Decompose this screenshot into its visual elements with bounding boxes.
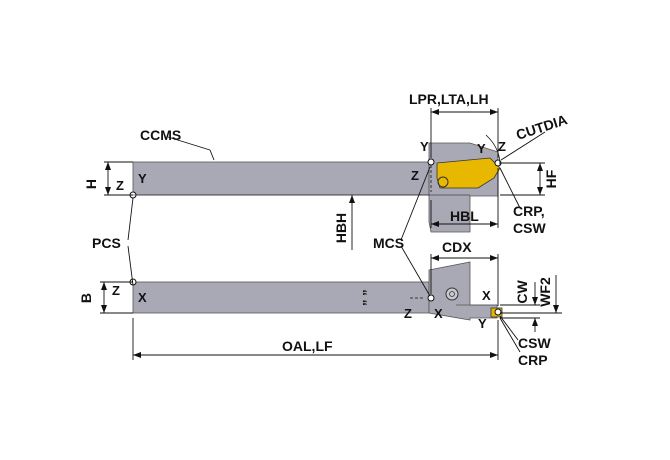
- hf-label: HF: [543, 169, 559, 188]
- hbh-label: HBH: [333, 213, 349, 243]
- top-insert: [436, 157, 501, 189]
- mcs-origin-side: [427, 294, 435, 302]
- top-shank-body: [132, 161, 430, 196]
- clamp-screw-inner-icon: [449, 291, 455, 297]
- wf2-label: WF2: [537, 277, 553, 307]
- arrowheads: [101, 109, 559, 358]
- side-view: [129, 261, 503, 321]
- cw-label: CW: [514, 280, 530, 304]
- ccms-label: CCMS: [140, 127, 181, 143]
- axis-y-mcs-top: Y: [420, 139, 429, 154]
- mcs-label: MCS: [373, 235, 404, 251]
- cutdia-arc: [485, 134, 501, 166]
- axis-x-mcs-side: X: [434, 306, 443, 321]
- centre-marks: [410, 165, 432, 299]
- cdx-label: CDX: [442, 239, 472, 255]
- insert-screw-icon: [437, 176, 449, 188]
- axis-y-crp-top: Y: [477, 141, 486, 156]
- crp-label: CRP: [518, 352, 548, 368]
- cutdia-label: CUTDIA: [514, 111, 569, 143]
- oal-lf-label: OAL,LF: [282, 338, 333, 354]
- crp-csw-label-line1: CRP,: [513, 203, 545, 219]
- csw-label: CSW: [518, 335, 551, 351]
- b-label: B: [78, 293, 94, 303]
- axis-z-mcs-side: Z: [404, 306, 412, 321]
- side-head-body: [428, 261, 498, 321]
- pcs-label: PCS: [92, 235, 121, 251]
- axis-y-crp-side: Y: [478, 316, 487, 331]
- h-label: H: [83, 179, 99, 189]
- axis-z-pcs-side: Z: [112, 283, 120, 298]
- lpr-lta-lh-label: LPR,LTA,LH: [409, 91, 489, 107]
- axis-marks: ” ”: [360, 289, 375, 306]
- axis-z-mcs-top: Z: [411, 168, 419, 183]
- clamp-screw-icon: [445, 287, 459, 301]
- axis-z-crp-top: Z: [498, 139, 506, 154]
- side-shank-body: [132, 281, 430, 314]
- hbl-label: HBL: [450, 208, 479, 224]
- axis-z-pcs-top: Z: [116, 178, 124, 193]
- crp-csw-label-line2: CSW: [513, 220, 546, 236]
- axis-y-pcs-top: Y: [138, 171, 147, 186]
- crp-point-side: [494, 308, 502, 316]
- axis-x-crp-side: X: [482, 288, 491, 303]
- mcs-origin-top: [427, 158, 435, 166]
- top-view: [129, 134, 502, 233]
- dimension-lines: [100, 108, 562, 360]
- axis-x-pcs-side: X: [138, 290, 147, 305]
